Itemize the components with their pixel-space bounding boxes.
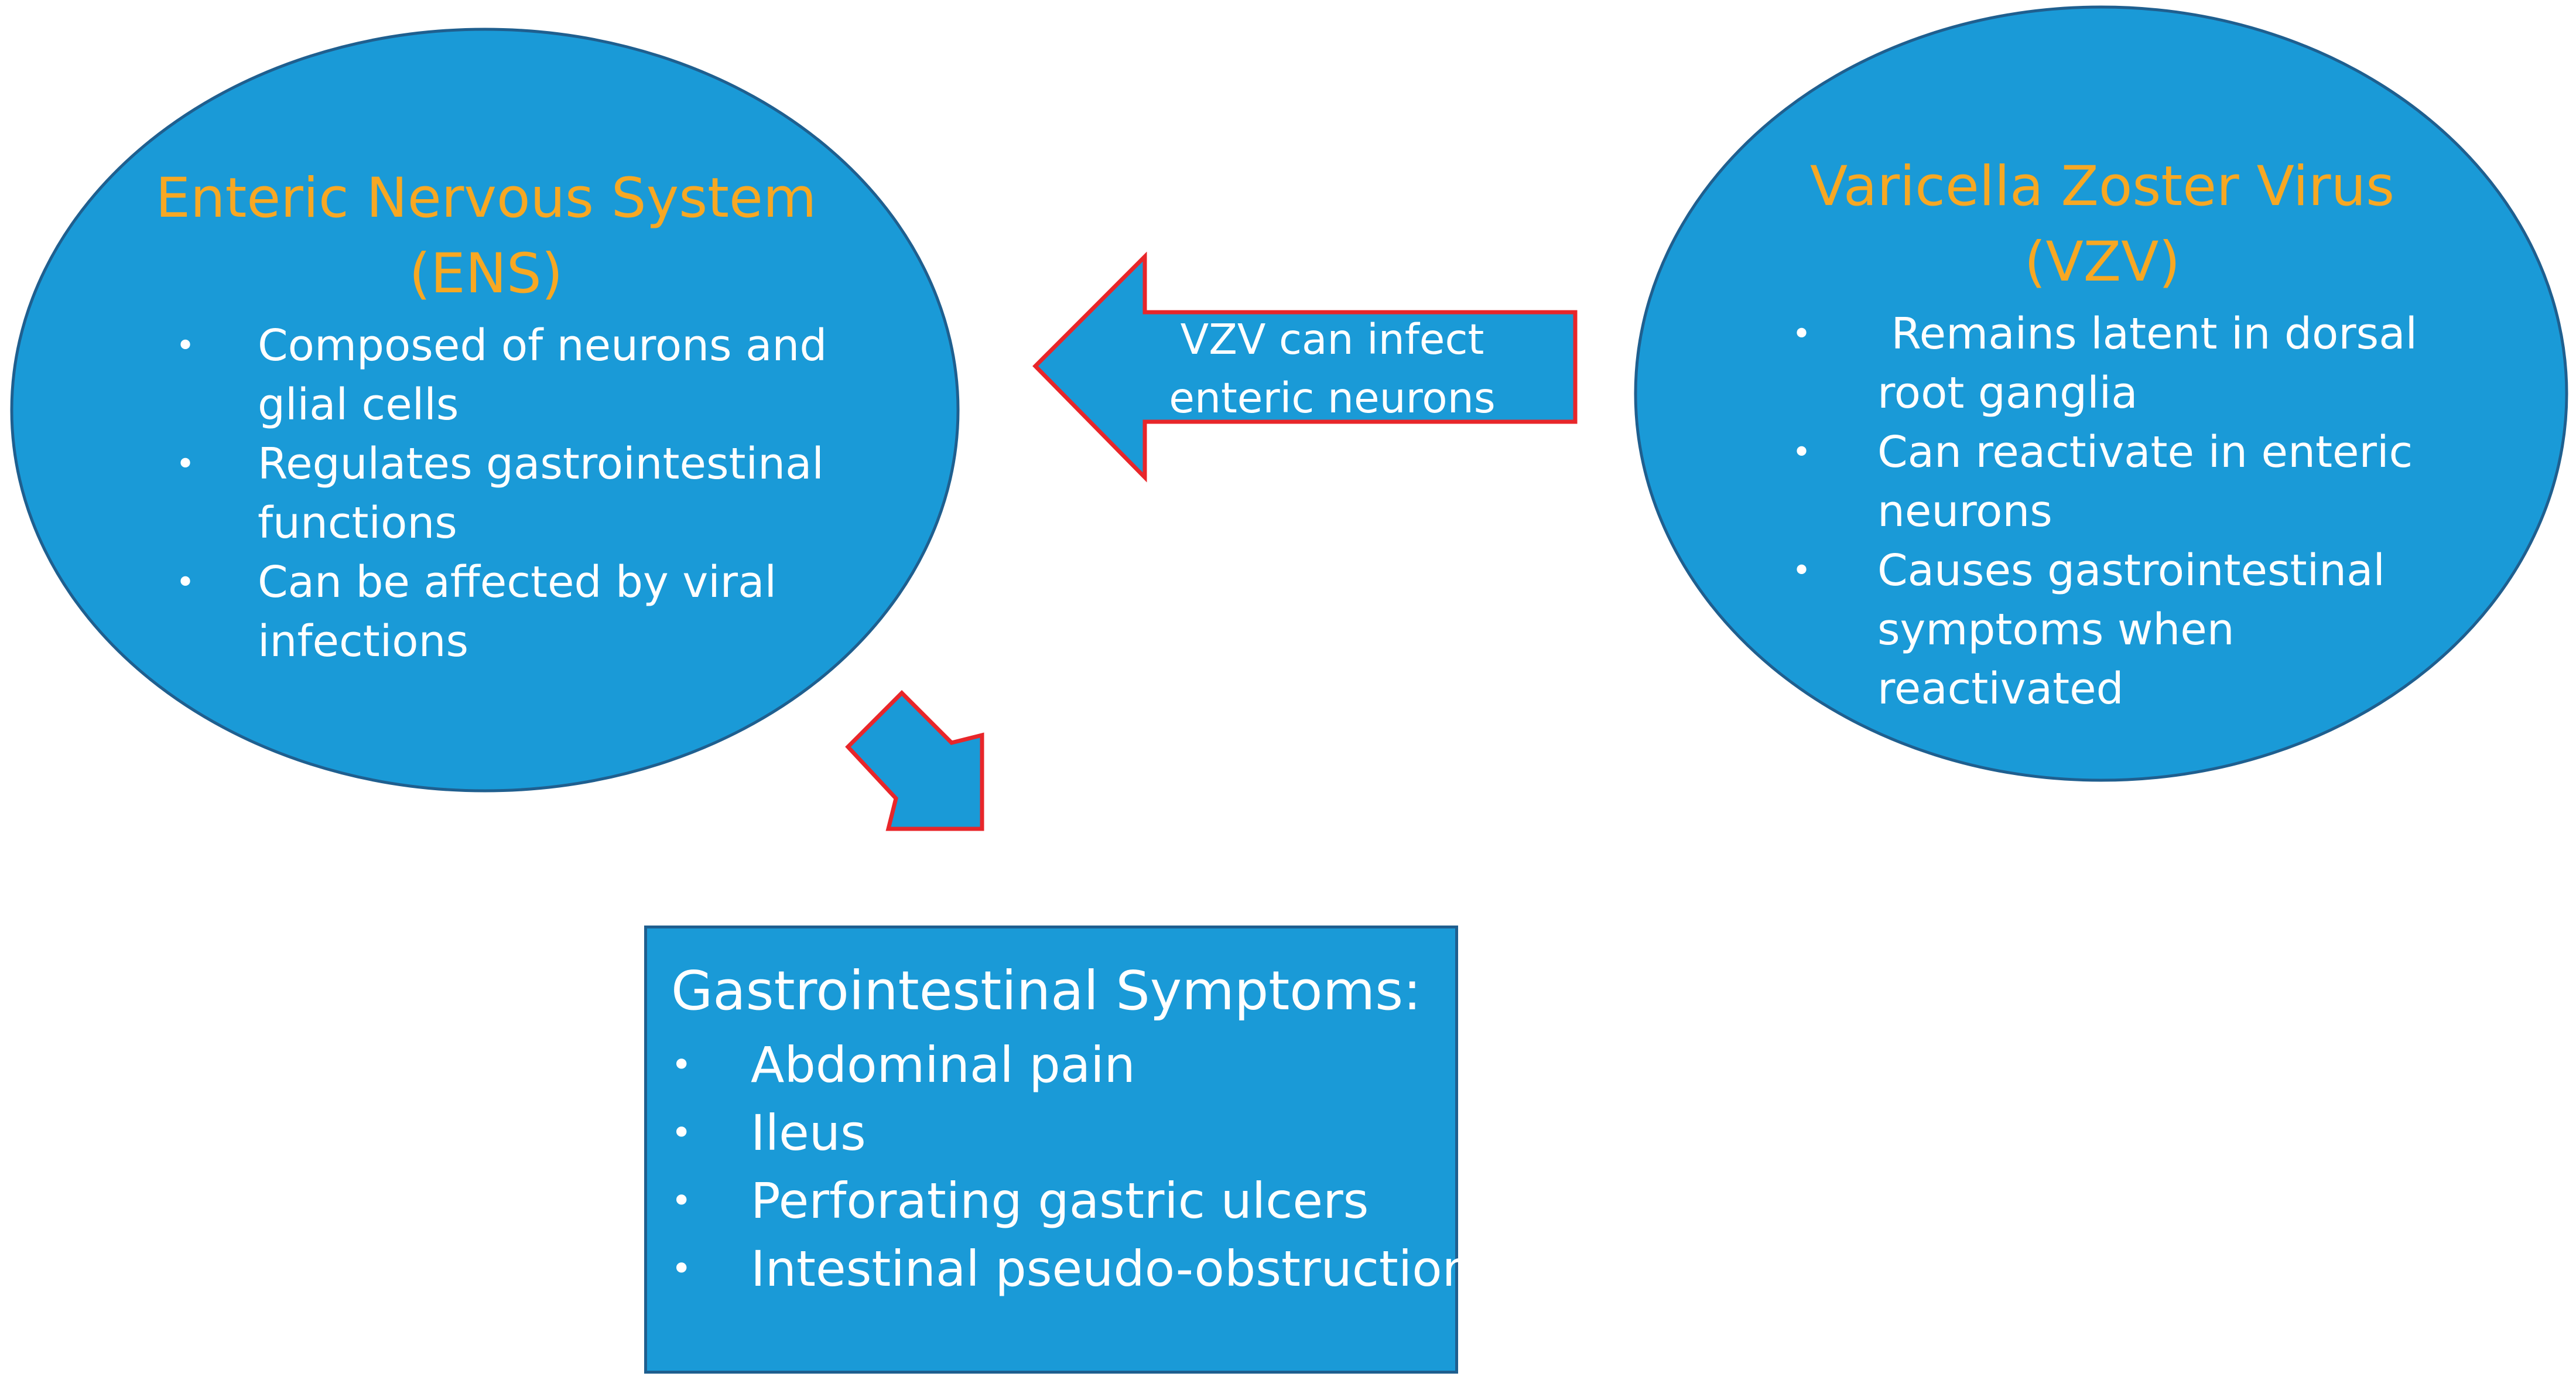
ens-bullet-text: infections [258,616,469,667]
symptoms-heading: Gastrointestinal Symptoms: [671,959,1422,1022]
list-item: symptoms when [1792,600,2417,660]
vzv-title: Varicella Zoster Virus (VZV) [1751,149,2454,300]
ens-bullet-text: functions [258,498,457,548]
ens-bullet-text: Regulates gastrointestinal [258,439,824,489]
list-item: functions [176,494,827,553]
ens-bullet-list: • Composed of neurons and glial cells • Re… [176,316,827,671]
list-item: glial cells [176,375,827,435]
list-item: • Causes gastrointestinal [1792,541,2417,600]
list-item: • Ileus [671,1099,1473,1167]
ens-title: Enteric Nervous System (ENS) [141,161,832,312]
ens-title-line2: (ENS) [409,241,563,306]
bullet-icon: • [1792,433,1812,472]
arrow-label-line2: enteric neurons [1169,374,1496,422]
bullet-icon: • [1792,315,1812,353]
list-item: • Can reactivate in enteric [1792,423,2417,482]
list-item: • Regulates gastrointestinal [176,435,827,494]
list-item: • Abdominal pain [671,1031,1473,1099]
list-item: • Intestinal pseudo-obstruction [671,1235,1473,1303]
bullet-icon: • [176,445,196,483]
vzv-bullet-text: Can reactivate in enteric [1877,427,2413,477]
symptoms-box [644,926,1458,1374]
ens-bullet-text: Composed of neurons and [258,320,827,371]
bullet-icon: • [671,1044,692,1085]
list-item: • Can be affected by viral [176,553,827,612]
list-item: • Composed of neurons and [176,316,827,375]
vzv-title-line2: (VZV) [2024,230,2181,294]
list-item: • Perforating gastric ulcers [671,1167,1473,1235]
bullet-icon: • [1792,552,1812,590]
arrow-label: VZV can infect enteric neurons [1116,310,1549,428]
list-item: reactivated [1792,660,2417,719]
left-arrow [1032,251,1578,483]
symptom-text: Perforating gastric ulcers [751,1172,1369,1230]
vzv-bullet-text: reactivated [1877,664,2124,714]
symptom-text: Abdominal pain [751,1036,1135,1094]
symptoms-list: • Abdominal pain • Ileus • Perforating gast… [671,1031,1473,1303]
bullet-icon: • [671,1180,692,1221]
bullet-icon: • [176,327,196,365]
list-item: root ganglia [1792,364,2417,423]
bullet-icon: • [671,1248,692,1289]
list-item: infections [176,612,827,671]
symptom-text: Intestinal pseudo-obstruction [751,1240,1473,1297]
symptom-text: Ileus [751,1104,866,1162]
ens-ellipse [10,28,960,793]
vzv-bullet-text: symptoms when [1877,605,2235,655]
vzv-bullet-text: root ganglia [1877,368,2138,418]
arrow-label-line1: VZV can infect [1180,315,1484,364]
list-item: neurons [1792,482,2417,541]
bullet-icon: • [671,1112,692,1153]
list-item: • Remains latent in dorsal [1792,305,2417,364]
vzv-bullet-text: Causes gastrointestinal [1877,545,2385,596]
ens-bullet-text: glial cells [258,380,459,430]
ens-title-line1: Enteric Nervous System [155,166,817,230]
vzv-ellipse [1634,5,2568,782]
vzv-title-line1: Varicella Zoster Virus [1809,155,2395,218]
ens-bullet-text: Can be affected by viral [258,557,777,607]
vzv-bullet-text: Remains latent in dorsal [1877,309,2418,359]
vzv-bullet-text: neurons [1877,486,2052,537]
down-right-arrow [845,690,984,831]
bullet-icon: • [176,564,196,602]
vzv-bullet-list: • Remains latent in dorsal root ganglia … [1792,305,2417,719]
